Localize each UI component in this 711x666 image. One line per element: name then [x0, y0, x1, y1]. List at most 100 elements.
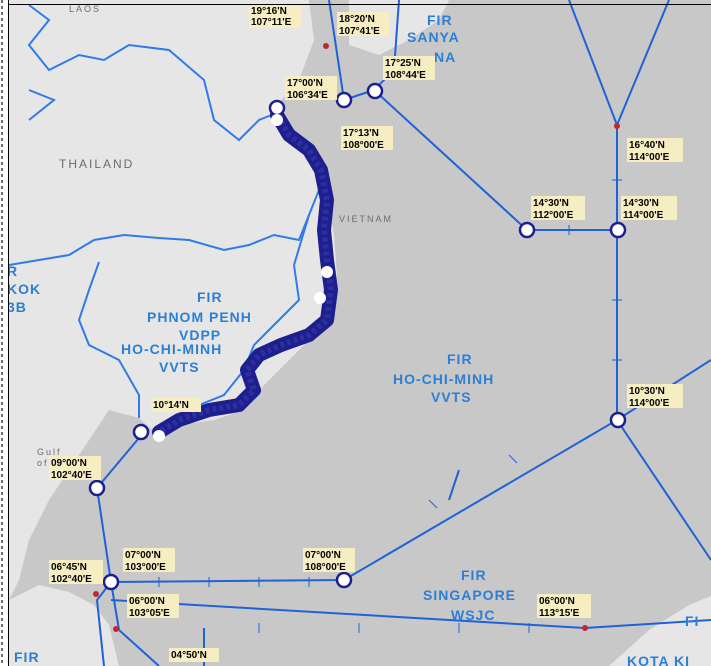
waypoint-markers[interactable] — [88, 82, 627, 591]
svg-text:17°13'N: 17°13'N — [343, 128, 379, 139]
coord-10-14: 10°14'N — [151, 398, 201, 412]
coord-07-00-103: 07°00'N 103°00'E — [123, 548, 175, 573]
fir-bangkok-1: R — [9, 263, 18, 279]
waypoint-track-start[interactable] — [268, 99, 286, 117]
svg-text:04°50'N: 04°50'N — [171, 650, 207, 661]
svg-text:10°14'N: 10°14'N — [153, 400, 189, 411]
svg-text:17°00'N: 17°00'N — [287, 78, 323, 89]
svg-text:114°00'E: 114°00'E — [629, 152, 670, 163]
malay-peninsula — [9, 585, 119, 666]
fir-phnom-penh-2: PHNOM PENH — [147, 309, 252, 325]
waypoint-14-30-112[interactable] — [518, 221, 536, 239]
vietnam-cambodia-border — [198, 214, 310, 406]
svg-text:16°40'N: 16°40'N — [629, 140, 665, 151]
svg-text:108°00'E: 108°00'E — [305, 562, 346, 573]
fir-singapore-3: WSJC — [451, 607, 495, 623]
fir-phnom-penh-3: VDPP — [179, 327, 221, 343]
svg-text:107°11'E: 107°11'E — [251, 17, 292, 28]
waypoint-07-00-108[interactable] — [335, 571, 353, 589]
fir-hcm-sea-2: HO-CHI-MINH — [393, 371, 494, 387]
coord-06-00-103: 06°00'N 103°05'E — [127, 594, 179, 619]
svg-text:112°00'E: 112°00'E — [533, 210, 574, 221]
coord-09-00: 09°00'N 102°40'E — [49, 456, 101, 481]
fir-hcm-sea-3: VVTS — [431, 389, 472, 405]
coord-16-40: 16°40'N 114°00'E — [627, 138, 683, 163]
fir-singapore-2: SINGAPORE — [423, 587, 516, 603]
svg-text:07°00'N: 07°00'N — [305, 550, 341, 561]
fir-sanya-3: NA — [434, 49, 456, 65]
fir-bottom-right-2: KOTA KI — [627, 653, 690, 666]
waypoint-10-14[interactable] — [132, 423, 150, 441]
coord-18-20: 18°20'N 107°41'E — [337, 12, 389, 37]
svg-text:09°00'N: 09°00'N — [51, 458, 87, 469]
flight-track-overlay — [157, 113, 335, 435]
laos-border — [27, 4, 280, 142]
svg-text:14°30'N: 14°30'N — [533, 198, 569, 209]
red-markers — [93, 43, 620, 632]
svg-text:107°41'E: 107°41'E — [339, 26, 380, 37]
svg-text:114°00'E: 114°00'E — [623, 210, 664, 221]
waypoint-14-30-114[interactable] — [609, 221, 627, 239]
svg-text:113°15'E: 113°15'E — [539, 608, 580, 619]
coord-19-16: 19°16'N 107°11'E — [249, 6, 301, 28]
fir-bangkok-3: 3B — [9, 299, 27, 315]
waypoint-09-00[interactable] — [88, 479, 106, 497]
country-laos: LAOS — [69, 4, 101, 14]
waypoint-17-25[interactable] — [366, 82, 384, 100]
coord-07-00-108: 07°00'N 108°00'E — [303, 548, 355, 573]
svg-text:06°45'N: 06°45'N — [51, 562, 87, 573]
svg-text:06°00'N: 06°00'N — [539, 596, 575, 607]
coord-04-50: 04°50'N — [169, 648, 219, 662]
coord-14-30-114: 14°30'N 114°00'E — [621, 196, 677, 221]
track-point-3 — [314, 292, 326, 304]
svg-text:06°00'N: 06°00'N — [129, 596, 165, 607]
svg-text:19°16'N: 19°16'N — [251, 6, 287, 17]
fir-sanya-2: SANYA — [407, 29, 460, 45]
svg-text:14°30'N: 14°30'N — [623, 198, 659, 209]
borneo-coast — [609, 596, 711, 666]
svg-text:106°34'E: 106°34'E — [287, 90, 328, 101]
country-vietnam: VIETNAM — [339, 214, 393, 224]
svg-text:10°30'N: 10°30'N — [629, 386, 665, 397]
waypoint-10-30[interactable] — [609, 411, 627, 429]
thailand-cambodia-border — [9, 189, 320, 418]
coord-06-00-113: 06°00'N 113°15'E — [537, 594, 591, 619]
fir-singapore-1: FIR — [461, 567, 487, 583]
aeronautical-map[interactable]: THAILAND VIETNAM LAOS Gulf of FIR SANYA … — [9, 0, 711, 666]
coord-17-13: 17°13'N 108°00'E — [341, 126, 393, 151]
fir-hcm-inland-1: HO-CHI-MINH — [121, 341, 222, 357]
track-point-4 — [153, 430, 165, 442]
indochina-landmass — [9, 0, 337, 600]
country-thailand: THAILAND — [59, 157, 134, 171]
fir-phnom-penh-1: FIR — [197, 289, 223, 305]
svg-text:07°00'N: 07°00'N — [125, 550, 161, 561]
coord-10-30: 10°30'N 114°00'E — [627, 384, 683, 409]
fir-hcm-inland-2: VVTS — [159, 359, 200, 375]
track-point-2 — [321, 266, 333, 278]
fir-bottom-left: FIR — [14, 649, 40, 665]
svg-text:103°00'E: 103°00'E — [125, 562, 166, 573]
route-ticks — [158, 179, 622, 633]
gulf-label-2: of — [37, 458, 49, 468]
fir-bangkok-2: KOK — [9, 281, 41, 297]
fir-sanya-1: FIR — [427, 12, 453, 28]
top-border-line — [9, 4, 711, 5]
svg-text:102°40'E: 102°40'E — [51, 470, 92, 481]
dashed-edge — [1, 0, 3, 666]
waypoint-17-00[interactable] — [335, 91, 353, 109]
coord-06-45: 06°45'N 102°40'E — [49, 560, 103, 585]
fir-bottom-right-1: FI — [685, 613, 699, 629]
svg-text:108°44'E: 108°44'E — [385, 70, 426, 81]
coord-14-30-112: 14°30'N 112°00'E — [531, 196, 585, 221]
coordinate-labels: 19°16'N 107°11'E 18°20'N 107°41'E 17°25'… — [49, 6, 683, 662]
svg-text:18°20'N: 18°20'N — [339, 14, 375, 25]
waypoint-06-45[interactable] — [102, 573, 120, 591]
gulf-label-1: Gulf — [37, 447, 62, 457]
coord-17-25: 17°25'N 108°44'E — [383, 56, 435, 81]
svg-text:102°40'E: 102°40'E — [51, 574, 92, 585]
coord-17-00: 17°00'N 106°34'E — [285, 76, 337, 101]
svg-text:108°00'E: 108°00'E — [343, 140, 384, 151]
svg-text:103°05'E: 103°05'E — [129, 608, 170, 619]
svg-text:114°00'E: 114°00'E — [629, 398, 670, 409]
